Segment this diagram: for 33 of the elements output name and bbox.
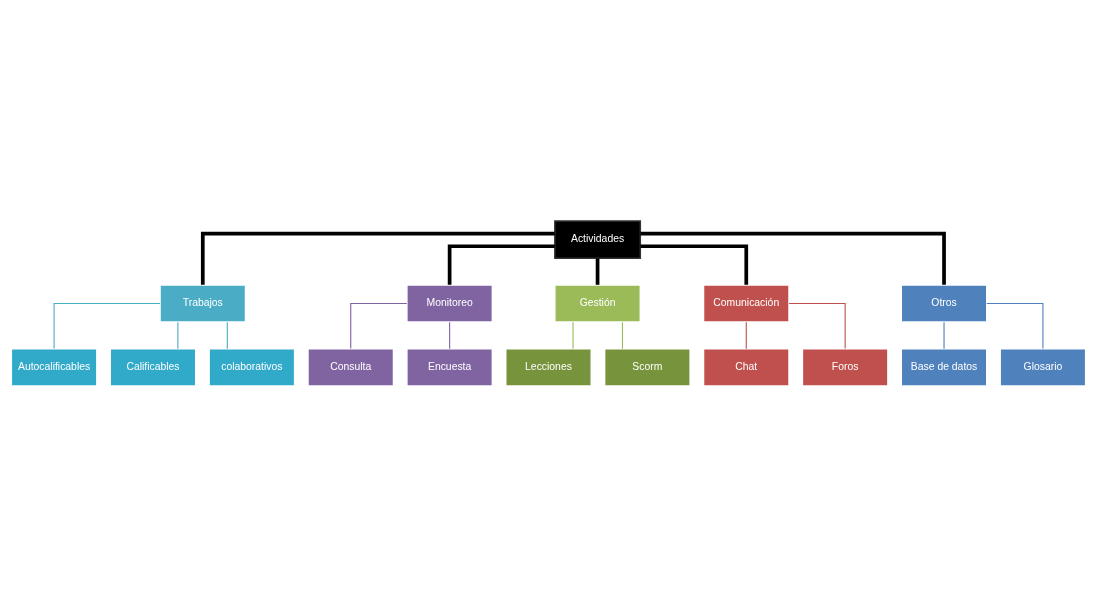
node-box: Comunicación (702, 283, 790, 323)
connector (447, 243, 555, 285)
node-box: Gestión (554, 283, 642, 323)
connector (350, 302, 408, 349)
connector (449, 321, 451, 349)
node-box: Monitoreo (406, 283, 494, 323)
connector (788, 302, 846, 349)
connector (226, 321, 228, 349)
node-box: Calificables (109, 347, 197, 387)
connector (53, 302, 161, 349)
connector (640, 231, 946, 285)
connector (943, 321, 945, 349)
node-box: Chat (702, 347, 790, 387)
connector (177, 321, 179, 349)
connector (621, 321, 624, 349)
connector (745, 321, 747, 349)
node-box: Otros (900, 283, 988, 323)
node-box: Trabajos (159, 283, 247, 323)
node-box: Base de datos (900, 347, 988, 387)
node-box: Consulta (307, 347, 395, 387)
node-box: Glosario (999, 347, 1087, 387)
node-box: Scorm (603, 347, 691, 387)
node-box: colaborativos (208, 347, 296, 387)
connector (640, 243, 749, 285)
connector (200, 231, 555, 285)
node-box: Foros (801, 347, 889, 387)
node-box: Autocalificables (10, 347, 98, 387)
connector (986, 302, 1044, 349)
node-box: Encuesta (406, 347, 494, 387)
node-box: Lecciones (505, 347, 592, 387)
node-box: Actividades (554, 219, 642, 259)
connector (572, 321, 574, 349)
connector (595, 257, 600, 285)
